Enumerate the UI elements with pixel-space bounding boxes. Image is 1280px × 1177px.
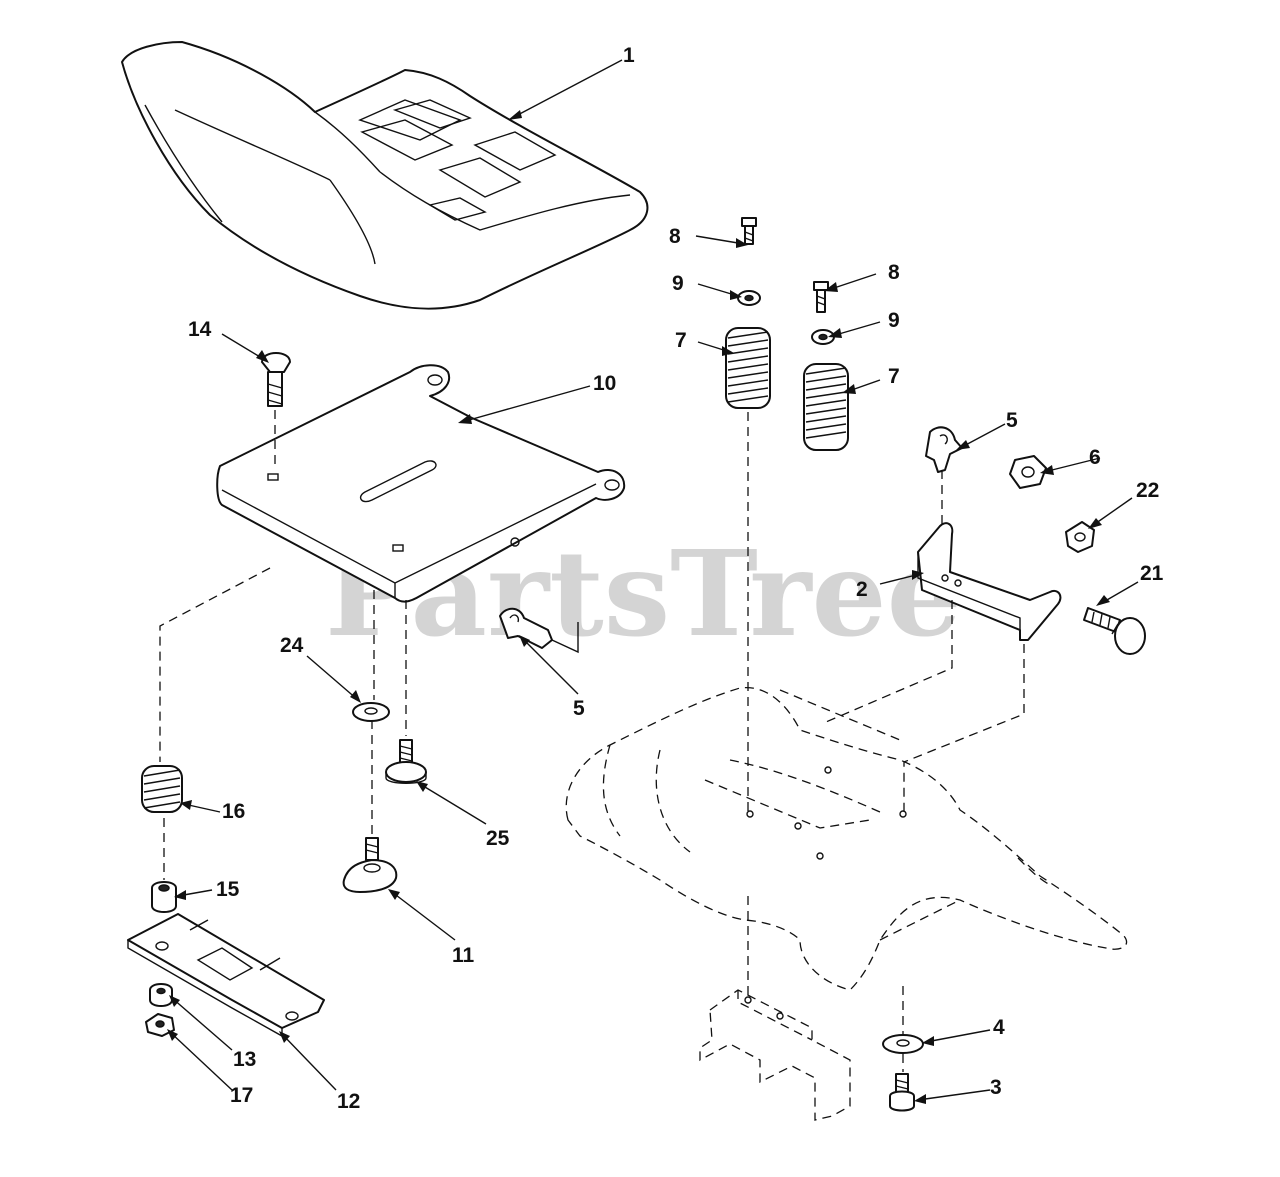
callout-8: 8 <box>669 225 681 248</box>
bolt-8-left <box>741 217 757 245</box>
callout-15: 15 <box>216 878 240 901</box>
clip-5-lower <box>499 607 579 654</box>
callout-5: 5 <box>573 697 585 720</box>
shoulder-bolt-21 <box>1083 607 1146 655</box>
seat-part <box>121 41 649 310</box>
callout-7: 7 <box>675 329 687 352</box>
alignment-lines <box>159 410 1025 1072</box>
callout-labels: 1 8 9 7 8 9 7 14 10 5 6 22 2 21 24 5 16 … <box>188 44 1164 1113</box>
washer-9-left <box>737 290 761 306</box>
washer-4 <box>882 1034 924 1054</box>
plate-12 <box>127 913 325 1038</box>
callout-17: 17 <box>230 1084 253 1107</box>
knob-11 <box>342 837 398 893</box>
spring-16 <box>141 765 183 813</box>
callout-3: 3 <box>990 1076 1002 1099</box>
callout-13: 13 <box>233 1048 256 1071</box>
callout-9: 9 <box>888 309 900 332</box>
clip-5-upper <box>925 426 963 473</box>
nut-17 <box>145 1013 175 1037</box>
callout-16: 16 <box>222 800 245 823</box>
callout-12: 12 <box>337 1090 360 1113</box>
callout-25: 25 <box>486 827 510 850</box>
spring-7-left <box>725 327 771 409</box>
callout-5: 5 <box>1006 409 1018 432</box>
callout-11: 11 <box>452 944 475 967</box>
bracket-2 <box>917 522 1062 641</box>
callout-2: 2 <box>856 578 868 601</box>
spring-7-right <box>803 363 849 451</box>
screw-25 <box>385 739 427 784</box>
callout-10: 10 <box>593 372 616 395</box>
callout-7: 7 <box>888 365 900 388</box>
washer-24 <box>352 702 390 722</box>
bolt-8-right <box>813 281 829 313</box>
bolt-3 <box>889 1073 915 1112</box>
callout-6: 6 <box>1089 446 1101 469</box>
callout-24: 24 <box>280 634 304 657</box>
callout-14: 14 <box>188 318 212 341</box>
nut-13 <box>149 983 173 1007</box>
bushing-15 <box>151 881 177 913</box>
lower-frame-bracket <box>699 989 851 1121</box>
nut-6 <box>1009 455 1047 489</box>
nut-22 <box>1065 521 1095 553</box>
seat-pan-part <box>216 364 626 603</box>
callout-4: 4 <box>993 1016 1005 1039</box>
callout-22: 22 <box>1136 479 1159 502</box>
fender-frame-outline <box>565 687 1128 991</box>
callout-9: 9 <box>672 272 684 295</box>
callout-21: 21 <box>1140 562 1164 585</box>
callout-leaders <box>167 59 1139 1104</box>
callout-8: 8 <box>888 261 900 284</box>
callout-1: 1 <box>623 44 635 67</box>
